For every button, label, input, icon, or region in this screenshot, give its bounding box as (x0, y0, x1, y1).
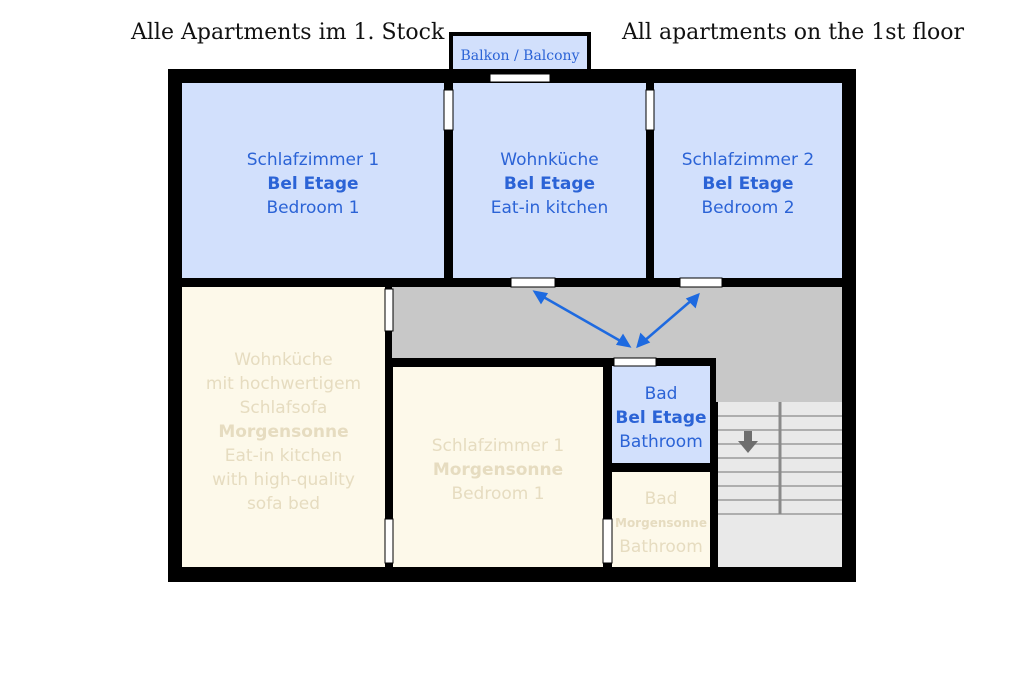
apartment-name: Morgensonne (432, 460, 564, 480)
header-right: All apartments on the 1st floor (622, 20, 965, 45)
room-kitchen-morgen (182, 287, 385, 567)
room-label-bedroom2-bel: Schlafzimmer 2 Bel Etage Bedroom 2 (654, 148, 842, 220)
down-arrow-icon (738, 431, 758, 453)
line: Schlafsofa (239, 398, 328, 418)
route-arrows (532, 290, 700, 349)
balcony-label: Balkon / Balcony (460, 48, 580, 64)
room-name-de: Schlafzimmer 2 (681, 150, 815, 170)
room-bath-bel (612, 366, 710, 463)
header-left: Alle Apartments im 1. Stock (131, 20, 445, 45)
apartment-name: Bel Etage (615, 408, 707, 428)
door-bath-bel (613, 357, 657, 367)
room-label-kitchen-morgen: Wohnküche mit hochwertigem Schlafsofa Mo… (182, 348, 385, 516)
door-morgen-kitchen-hall (384, 288, 394, 332)
room-label-bedroom1-bel: Schlafzimmer 1 Bel Etage Bedroom 1 (182, 148, 444, 220)
room-label-bedroom1-morgen: Schlafzimmer 1 Morgensonne Bedroom 1 (393, 434, 603, 506)
room-label-bath-bel: Bad Bel Etage Bathroom (612, 382, 710, 454)
room-name-en: Bedroom 2 (701, 198, 795, 218)
door-morgen-bedroom-bath (602, 518, 613, 564)
room-label-bath-morgen: Bad Morgensonne Bathroom (612, 487, 710, 559)
line: sofa bed (246, 494, 321, 514)
room-name-en: Eat-in kitchen (490, 198, 609, 218)
room-name-de: Bad (644, 489, 678, 509)
room-name-de: Wohnküche (500, 150, 599, 170)
room-name-en: Bathroom (619, 432, 703, 452)
door-kitchen-bedroom2 (645, 89, 655, 131)
arrow-bedroom2-bath (642, 298, 694, 343)
room-bedroom1-morgen (393, 367, 603, 567)
apartment-name: Morgensonne (615, 516, 707, 530)
room-name-de: Schlafzimmer 1 (431, 436, 565, 456)
room-kitchen-bel (453, 83, 646, 278)
door-kitchen-hall (510, 277, 556, 288)
apartment-name: Bel Etage (267, 174, 359, 194)
room-bedroom2-bel (654, 83, 842, 278)
room-bedroom1-bel (182, 83, 444, 278)
door-bedroom2-hall (679, 277, 723, 288)
room-name-en: Bedroom 1 (266, 198, 360, 218)
line: Eat-in kitchen (224, 446, 343, 466)
apartment-name: Bel Etage (503, 174, 596, 194)
room-name-en: Bedroom 1 (451, 484, 545, 504)
room-label-kitchen-bel: Wohnküche Bel Etage Eat-in kitchen (453, 148, 646, 220)
apartment-name: Morgensonne (218, 422, 349, 442)
room-name-de: Schlafzimmer 1 (246, 150, 380, 170)
room-bath-morgen (612, 472, 710, 567)
doors (384, 73, 723, 564)
door-morgen-kitchen-bedroom (384, 518, 394, 564)
line: mit hochwertigem (205, 374, 362, 394)
apartment-name: Bel Etage (702, 174, 794, 194)
door-balcony (489, 73, 551, 83)
stairs (718, 402, 842, 515)
door-kitchen-bedroom1 (443, 89, 454, 131)
line: with high-quality (212, 470, 355, 490)
room-name-en: Bathroom (619, 537, 703, 557)
arrow-kitchen-bath (539, 293, 625, 345)
line: Wohnküche (234, 350, 333, 370)
room-name-de: Bad (644, 384, 678, 404)
